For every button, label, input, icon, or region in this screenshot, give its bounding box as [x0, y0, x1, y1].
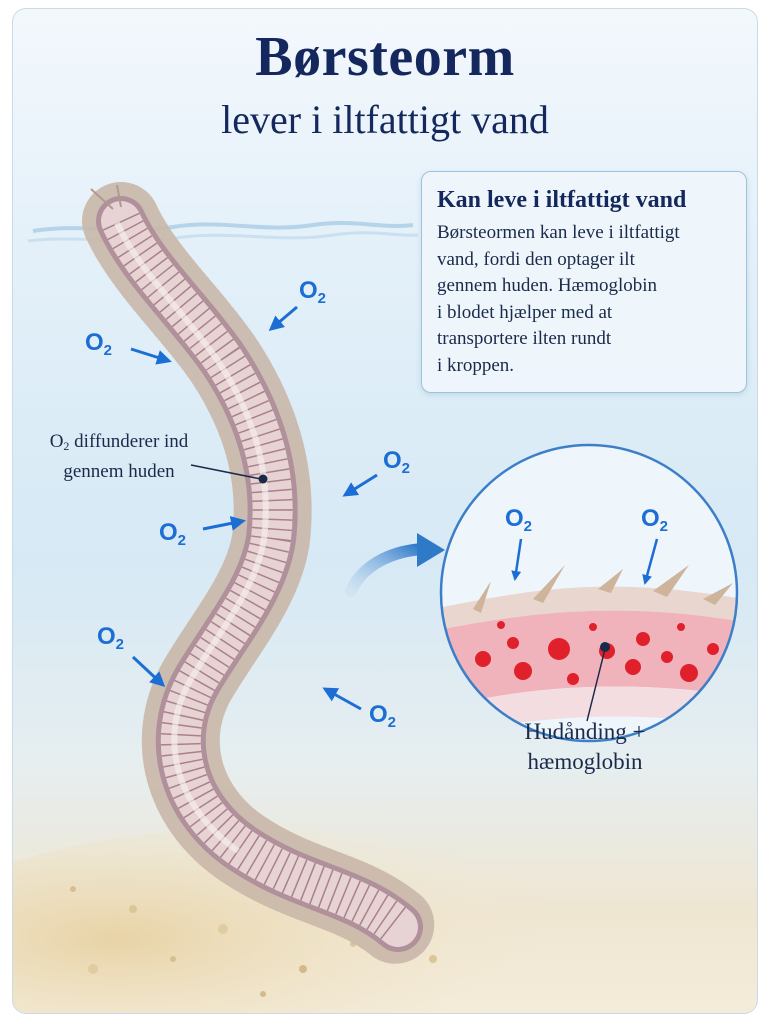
- info-line: i blodet hjælper med at: [437, 301, 613, 323]
- info-box: Kan leve i iltfattigt vand Børsteormen k…: [421, 171, 747, 393]
- info-box-text: Børsteormen kan leve i iltfattigt vand, …: [437, 220, 732, 379]
- oxygen-label-inset: O2: [641, 505, 669, 536]
- info-line: transportere ilten rundt: [437, 328, 612, 349]
- poster-frame: Børsteorm lever i iltfattigt vand Kan le…: [12, 8, 758, 1014]
- worm-head-antenna: [90, 184, 122, 210]
- bristle-worm: [82, 182, 437, 966]
- oxygen-label: O2: [85, 329, 113, 360]
- oxygen-label: O2: [97, 623, 125, 654]
- info-line: i kroppen.: [437, 354, 515, 376]
- inset-label: Hudånding + hæmoglobin: [524, 719, 646, 774]
- sand-bed: [13, 829, 563, 1013]
- oxygen-label: O2: [383, 447, 411, 478]
- info-box-title: Kan leve i iltfattigt vand: [437, 187, 687, 213]
- oxygen-label: O2: [369, 701, 397, 732]
- oxygen-arrows: [130, 305, 378, 711]
- oxygen-label: O2: [299, 277, 327, 308]
- oxygen-label: O2: [159, 519, 187, 550]
- inset-leader-line: [586, 648, 606, 722]
- page-title: Børsteorm: [255, 26, 515, 88]
- info-line: gennem huden. Hæmoglobin: [437, 275, 658, 296]
- page-subtitle: lever i iltfattigt vand: [221, 97, 549, 142]
- info-line: vand, fordi den optager ilt: [437, 248, 635, 270]
- diffusion-label: O2 diffunderer ind gennem huden: [49, 431, 189, 482]
- diffusion-leader-line: [190, 464, 262, 480]
- info-line: Børsteormen kan leve i iltfattigt: [437, 222, 680, 243]
- zoom-arrow-head: [417, 533, 445, 567]
- illustration: [13, 182, 739, 1013]
- oxygen-label-inset: O2: [505, 505, 533, 536]
- zoom-arrow: [345, 543, 429, 597]
- diffusion-leader-dot: [258, 474, 268, 484]
